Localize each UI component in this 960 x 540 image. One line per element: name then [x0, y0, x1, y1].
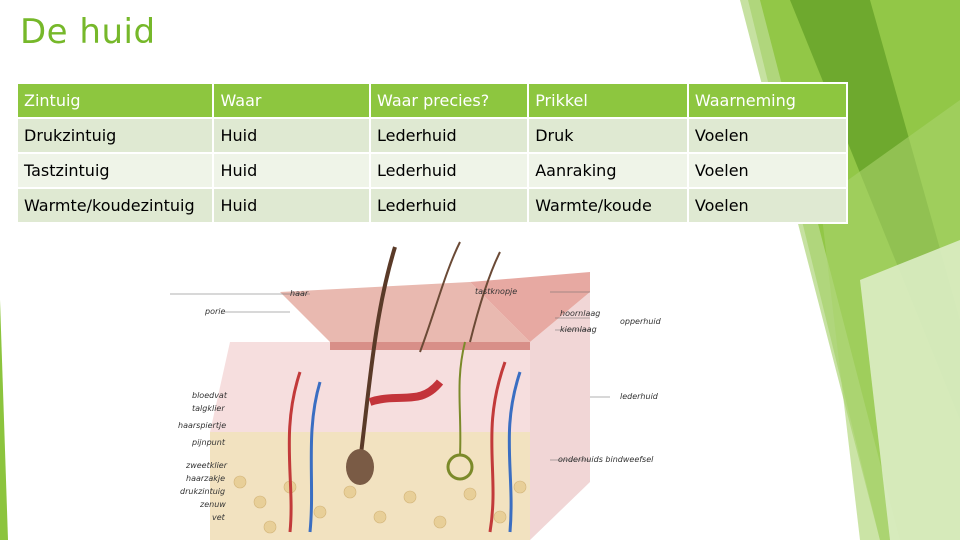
column-header: Waarneming	[686, 82, 849, 119]
label-tastknopje: tastknopje	[475, 287, 517, 296]
table-cell: Lederhuid	[369, 187, 530, 224]
table-cell: Lederhuid	[369, 152, 530, 189]
label-hoornlaag: hoornlaag	[560, 309, 600, 318]
table-header-row: Zintuig Waar Waar precies? Prikkel Waarn…	[15, 82, 849, 119]
table-cell: Huid	[212, 187, 372, 224]
table-cell: Voelen	[686, 117, 849, 154]
table-cell: Warmte/koudezintuig	[15, 187, 215, 224]
sensory-table: Zintuig Waar Waar precies? Prikkel Waarn…	[15, 82, 849, 224]
label-pijnpunt: pijnpunt	[191, 438, 226, 447]
label-zenuw: zenuw	[199, 500, 226, 509]
label-kiemlaag: kiemlaag	[560, 325, 597, 334]
table-row: Warmte/koudezintuig Huid Lederhuid Warmt…	[15, 187, 849, 224]
table-row: Tastzintuig Huid Lederhuid Aanraking Voe…	[15, 152, 849, 189]
table-cell: Aanraking	[527, 152, 689, 189]
table-cell: Warmte/koude	[527, 187, 689, 224]
table-cell: Voelen	[686, 152, 849, 189]
label-haarzakje: haarzakje	[186, 474, 225, 483]
label-onderhuids-bindweefsel: onderhuids bindweefsel	[558, 455, 654, 464]
label-drukzintuig: drukzintuig	[180, 487, 225, 496]
table-cell: Druk	[527, 117, 689, 154]
table-row: Drukzintuig Huid Lederhuid Druk Voelen	[15, 117, 849, 154]
table-cell: Voelen	[686, 187, 849, 224]
label-porie: porie	[204, 307, 225, 316]
label-lederhuid: lederhuid	[620, 392, 659, 401]
label-opperhuid: opperhuid	[620, 317, 662, 326]
label-haarspiertje: haarspiertje	[178, 421, 226, 430]
label-talgklier: talgklier	[192, 404, 225, 413]
column-header: Zintuig	[15, 82, 215, 119]
page-title: De huid	[20, 12, 156, 52]
label-vet: vet	[212, 513, 226, 522]
skin-diagram: haar porie bloedvat talgklier haarspiert…	[170, 241, 662, 540]
table-cell: Lederhuid	[369, 117, 530, 154]
column-header: Waar	[212, 82, 372, 119]
column-header: Waar precies?	[369, 82, 530, 119]
table-cell: Drukzintuig	[15, 117, 215, 154]
column-header: Prikkel	[527, 82, 689, 119]
label-zweetklier: zweetklier	[185, 461, 228, 470]
table-cell: Huid	[212, 152, 372, 189]
table-cell: Huid	[212, 117, 372, 154]
label-bloedvat: bloedvat	[192, 391, 228, 400]
label-haar: haar	[290, 289, 309, 298]
table-cell: Tastzintuig	[15, 152, 215, 189]
